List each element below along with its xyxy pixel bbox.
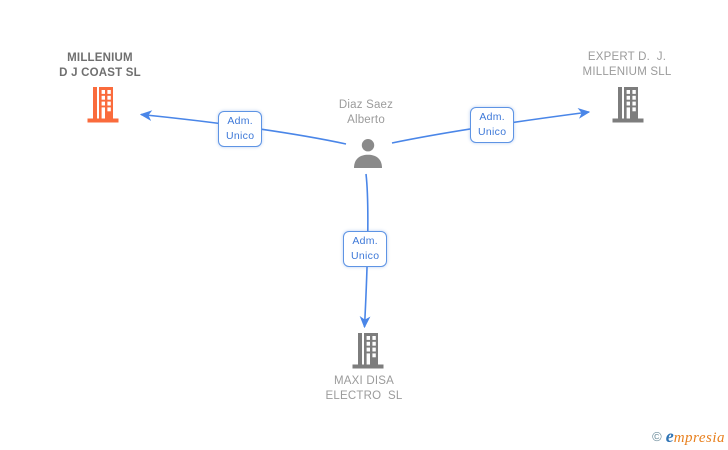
building-icon-expert-d-j-millenium-sll[interactable] — [611, 85, 645, 123]
edge-label-adm-unico-bottom: Adm. Unico — [343, 231, 388, 267]
copyright-icon: © — [652, 429, 662, 444]
building-icon-millenium-d-j-coast-sl[interactable] — [86, 85, 120, 123]
company-label-millenium-d-j-coast-sl[interactable]: MILLENIUM D J COAST SL — [59, 52, 141, 79]
empresia-logo: ©empresia — [652, 426, 725, 448]
company-label-maxi-disa-electro-sl[interactable]: MAXI DISA ELECTRO SL — [325, 375, 403, 402]
empresia-brand-initial: e — [665, 426, 674, 446]
empresia-brand-text: mpresia — [673, 430, 725, 446]
edge-label-adm-unico-right: Adm. Unico — [470, 107, 515, 143]
building-icon-maxi-disa-electro-sl[interactable] — [351, 331, 385, 369]
edge-label-adm-unico-left: Adm. Unico — [218, 111, 263, 147]
company-label-expert-d-j-millenium-sll[interactable]: EXPERT D. J. MILLENIUM SLL — [582, 51, 672, 78]
person-icon-diaz-saez-alberto[interactable] — [352, 138, 384, 168]
person-label-diaz-saez-alberto[interactable]: Diaz Saez Alberto — [338, 99, 394, 126]
